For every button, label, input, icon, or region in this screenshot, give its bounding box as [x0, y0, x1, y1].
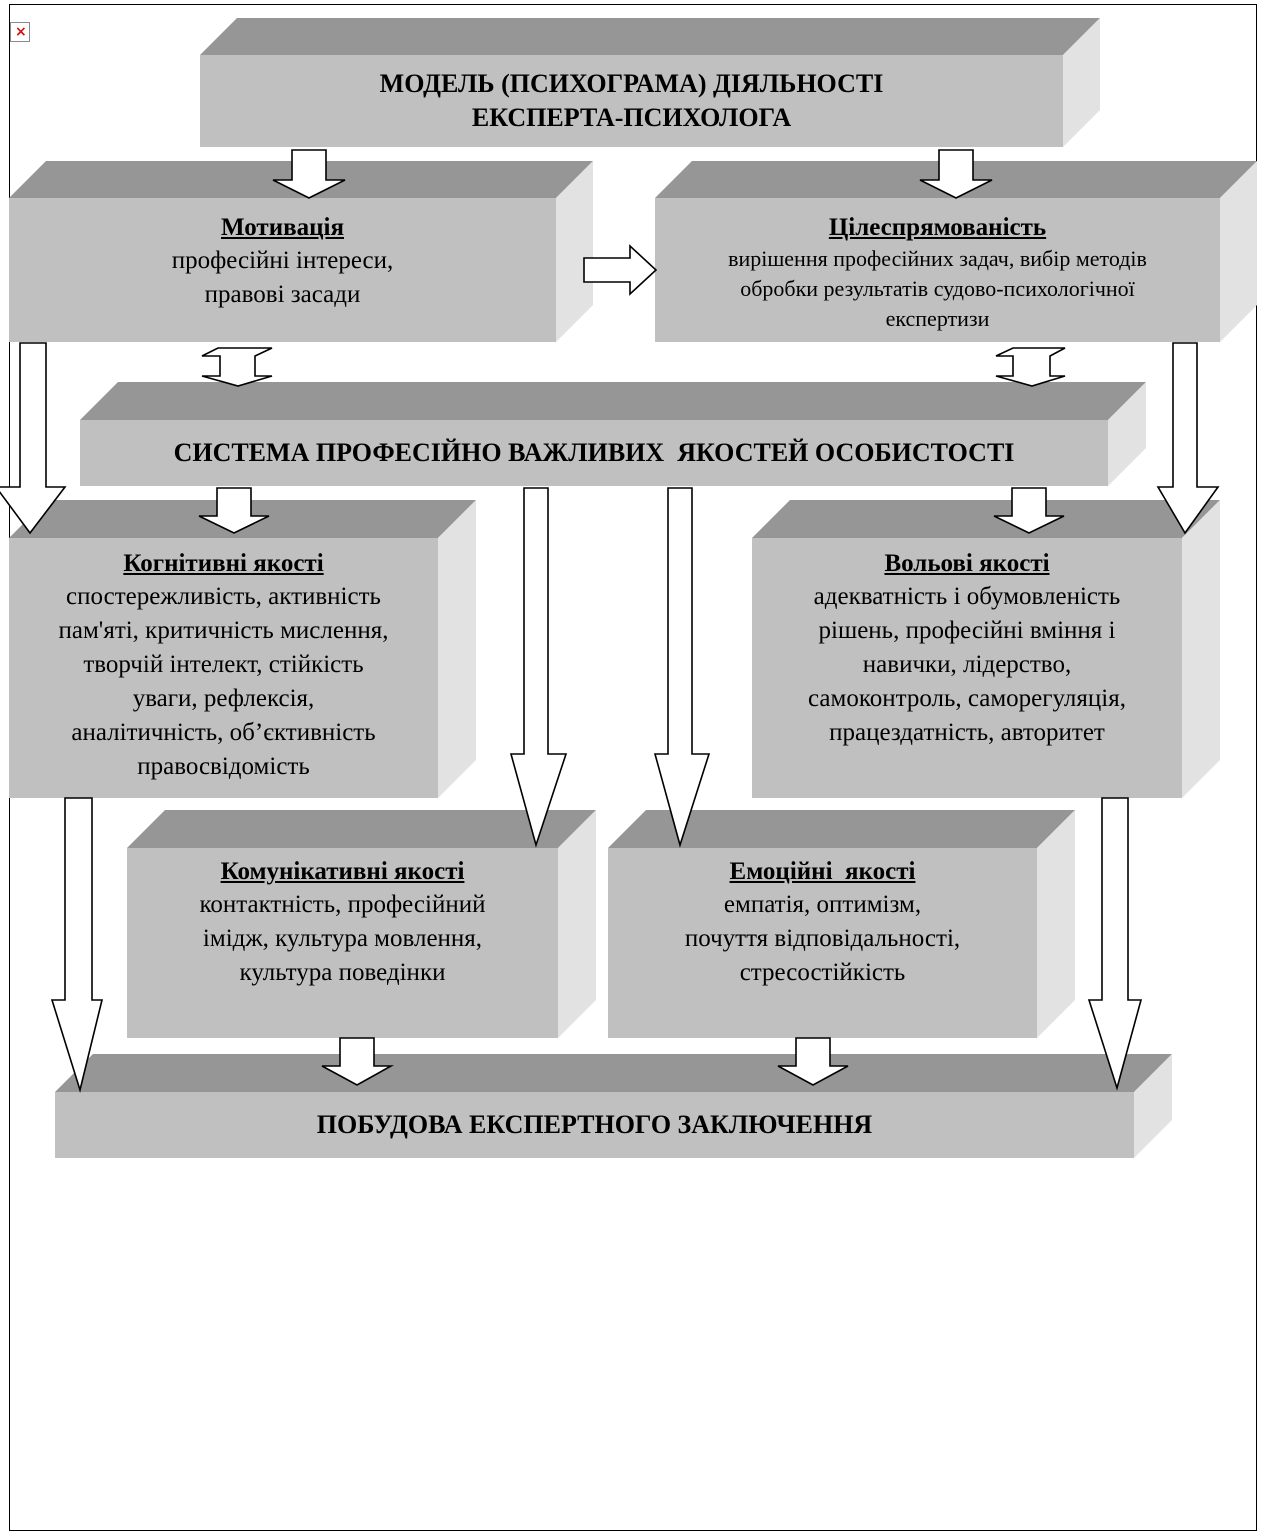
communicative-text: Комунікативні якості контактність, профе… [127, 848, 558, 1038]
footer-label: ПОБУДОВА ЕКСПЕРТНОГО ЗАКЛЮЧЕННЯ [316, 1110, 873, 1139]
arrow-system-to-volitional [993, 487, 1065, 534]
volitional-title: Вольові якості [884, 550, 1050, 577]
emotional-title: Емоційні якості [729, 858, 916, 885]
cognitive-line: спостережливість, активність [66, 583, 381, 610]
arrow-header-to-motivation [272, 149, 346, 199]
communicative-line: контактність, професійний [199, 891, 486, 918]
cognitive-line: пам'яті, критичність мислення, [58, 617, 389, 644]
broken-image-icon: × [10, 22, 30, 42]
arrow-emotional-to-footer [777, 1037, 849, 1086]
system-label-wrap: СИСТЕМА ПРОФЕСІЙНО ВАЖЛИВИХ ЯКОСТЕЙ ОСОБ… [80, 420, 1108, 486]
arrow-system-to-emotional [653, 487, 711, 848]
volitional-text: Вольові якості адекватність і обумовлені… [752, 538, 1182, 798]
cognitive-line: уваги, рефлексія, [132, 685, 315, 712]
header-line-2: ЕКСПЕРТА-ПСИХОЛОГА [471, 103, 792, 132]
arrow-cognitive-to-footer [50, 797, 104, 1093]
purpose-text: Цілеспрямованість вирішення професійних … [655, 198, 1220, 342]
motivation-line: професійні інтереси, [171, 247, 394, 274]
communicative-line: культура поведінки [239, 959, 446, 986]
volitional-line: рішень, професійні вміння і [818, 617, 1116, 644]
arrow-motivation-system-double [201, 347, 273, 387]
cognitive-line: аналітичність, об’єктивність [71, 719, 376, 746]
motivation-title: Мотивація [221, 214, 344, 241]
header-label: МОДЕЛЬ (ПСИХОГРАМА) ДІЯЛЬНОСТІ ЕКСПЕРТА-… [200, 55, 1063, 147]
arrow-system-to-communicative [509, 487, 568, 848]
purpose-line: експертизи [885, 306, 990, 331]
arrow-system-to-cognitive [198, 487, 270, 534]
purpose-line: вирішення професійних задач, вибір метод… [728, 246, 1147, 271]
cognitive-line: правосвідомість [137, 753, 310, 780]
communicative-title: Комунікативні якості [220, 858, 465, 885]
arrow-purpose-to-volitional [1156, 342, 1220, 535]
purpose-line: обробки результатів судово-психологічної [740, 276, 1135, 301]
volitional-line: навички, лідерство, [862, 651, 1072, 678]
volitional-line: працездатність, авторитет [829, 719, 1105, 746]
volitional-line: самоконтроль, саморегуляція, [808, 685, 1126, 712]
arrow-volitional-to-footer [1087, 797, 1143, 1091]
emotional-text: Емоційні якості емпатія, оптимізм, почут… [608, 848, 1037, 1038]
purpose-title: Цілеспрямованість [828, 214, 1047, 241]
cognitive-title: Когнітивні якості [123, 550, 324, 577]
header-line-1: МОДЕЛЬ (ПСИХОГРАМА) ДІЯЛЬНОСТІ [379, 69, 884, 98]
motivation-line: правові засади [204, 281, 361, 308]
box-emotional [608, 810, 1075, 1038]
box-footer [55, 1054, 1172, 1158]
box-communicative [127, 810, 596, 1038]
cognitive-line: творчій інтелект, стійкість [83, 651, 364, 678]
emotional-line: почуття відповідальності, [684, 925, 961, 952]
arrow-header-to-purpose [919, 149, 993, 199]
communicative-line: імідж, культура мовлення, [202, 925, 483, 952]
box-header [200, 18, 1100, 147]
arrow-motivation-to-purpose [583, 244, 658, 296]
system-label: СИСТЕМА ПРОФЕСІЙНО ВАЖЛИВИХ ЯКОСТЕЙ ОСОБ… [173, 438, 1015, 467]
cognitive-text: Когнітивні якості спостережливість, акти… [9, 538, 438, 798]
volitional-line: адекватність і обумовленість [813, 583, 1121, 610]
box-system [80, 382, 1146, 486]
arrow-purpose-system-double [995, 347, 1066, 387]
emotional-line: емпатія, оптимізм, [723, 891, 922, 918]
footer-label-wrap: ПОБУДОВА ЕКСПЕРТНОГО ЗАКЛЮЧЕННЯ [55, 1092, 1134, 1158]
arrow-motivation-to-cognitive [0, 342, 67, 535]
motivation-text: Мотивація професійні інтереси, правові з… [9, 198, 556, 342]
arrow-communicative-to-footer [321, 1037, 395, 1086]
box-volitional [752, 500, 1220, 798]
emotional-line: стресостійкість [739, 959, 906, 986]
